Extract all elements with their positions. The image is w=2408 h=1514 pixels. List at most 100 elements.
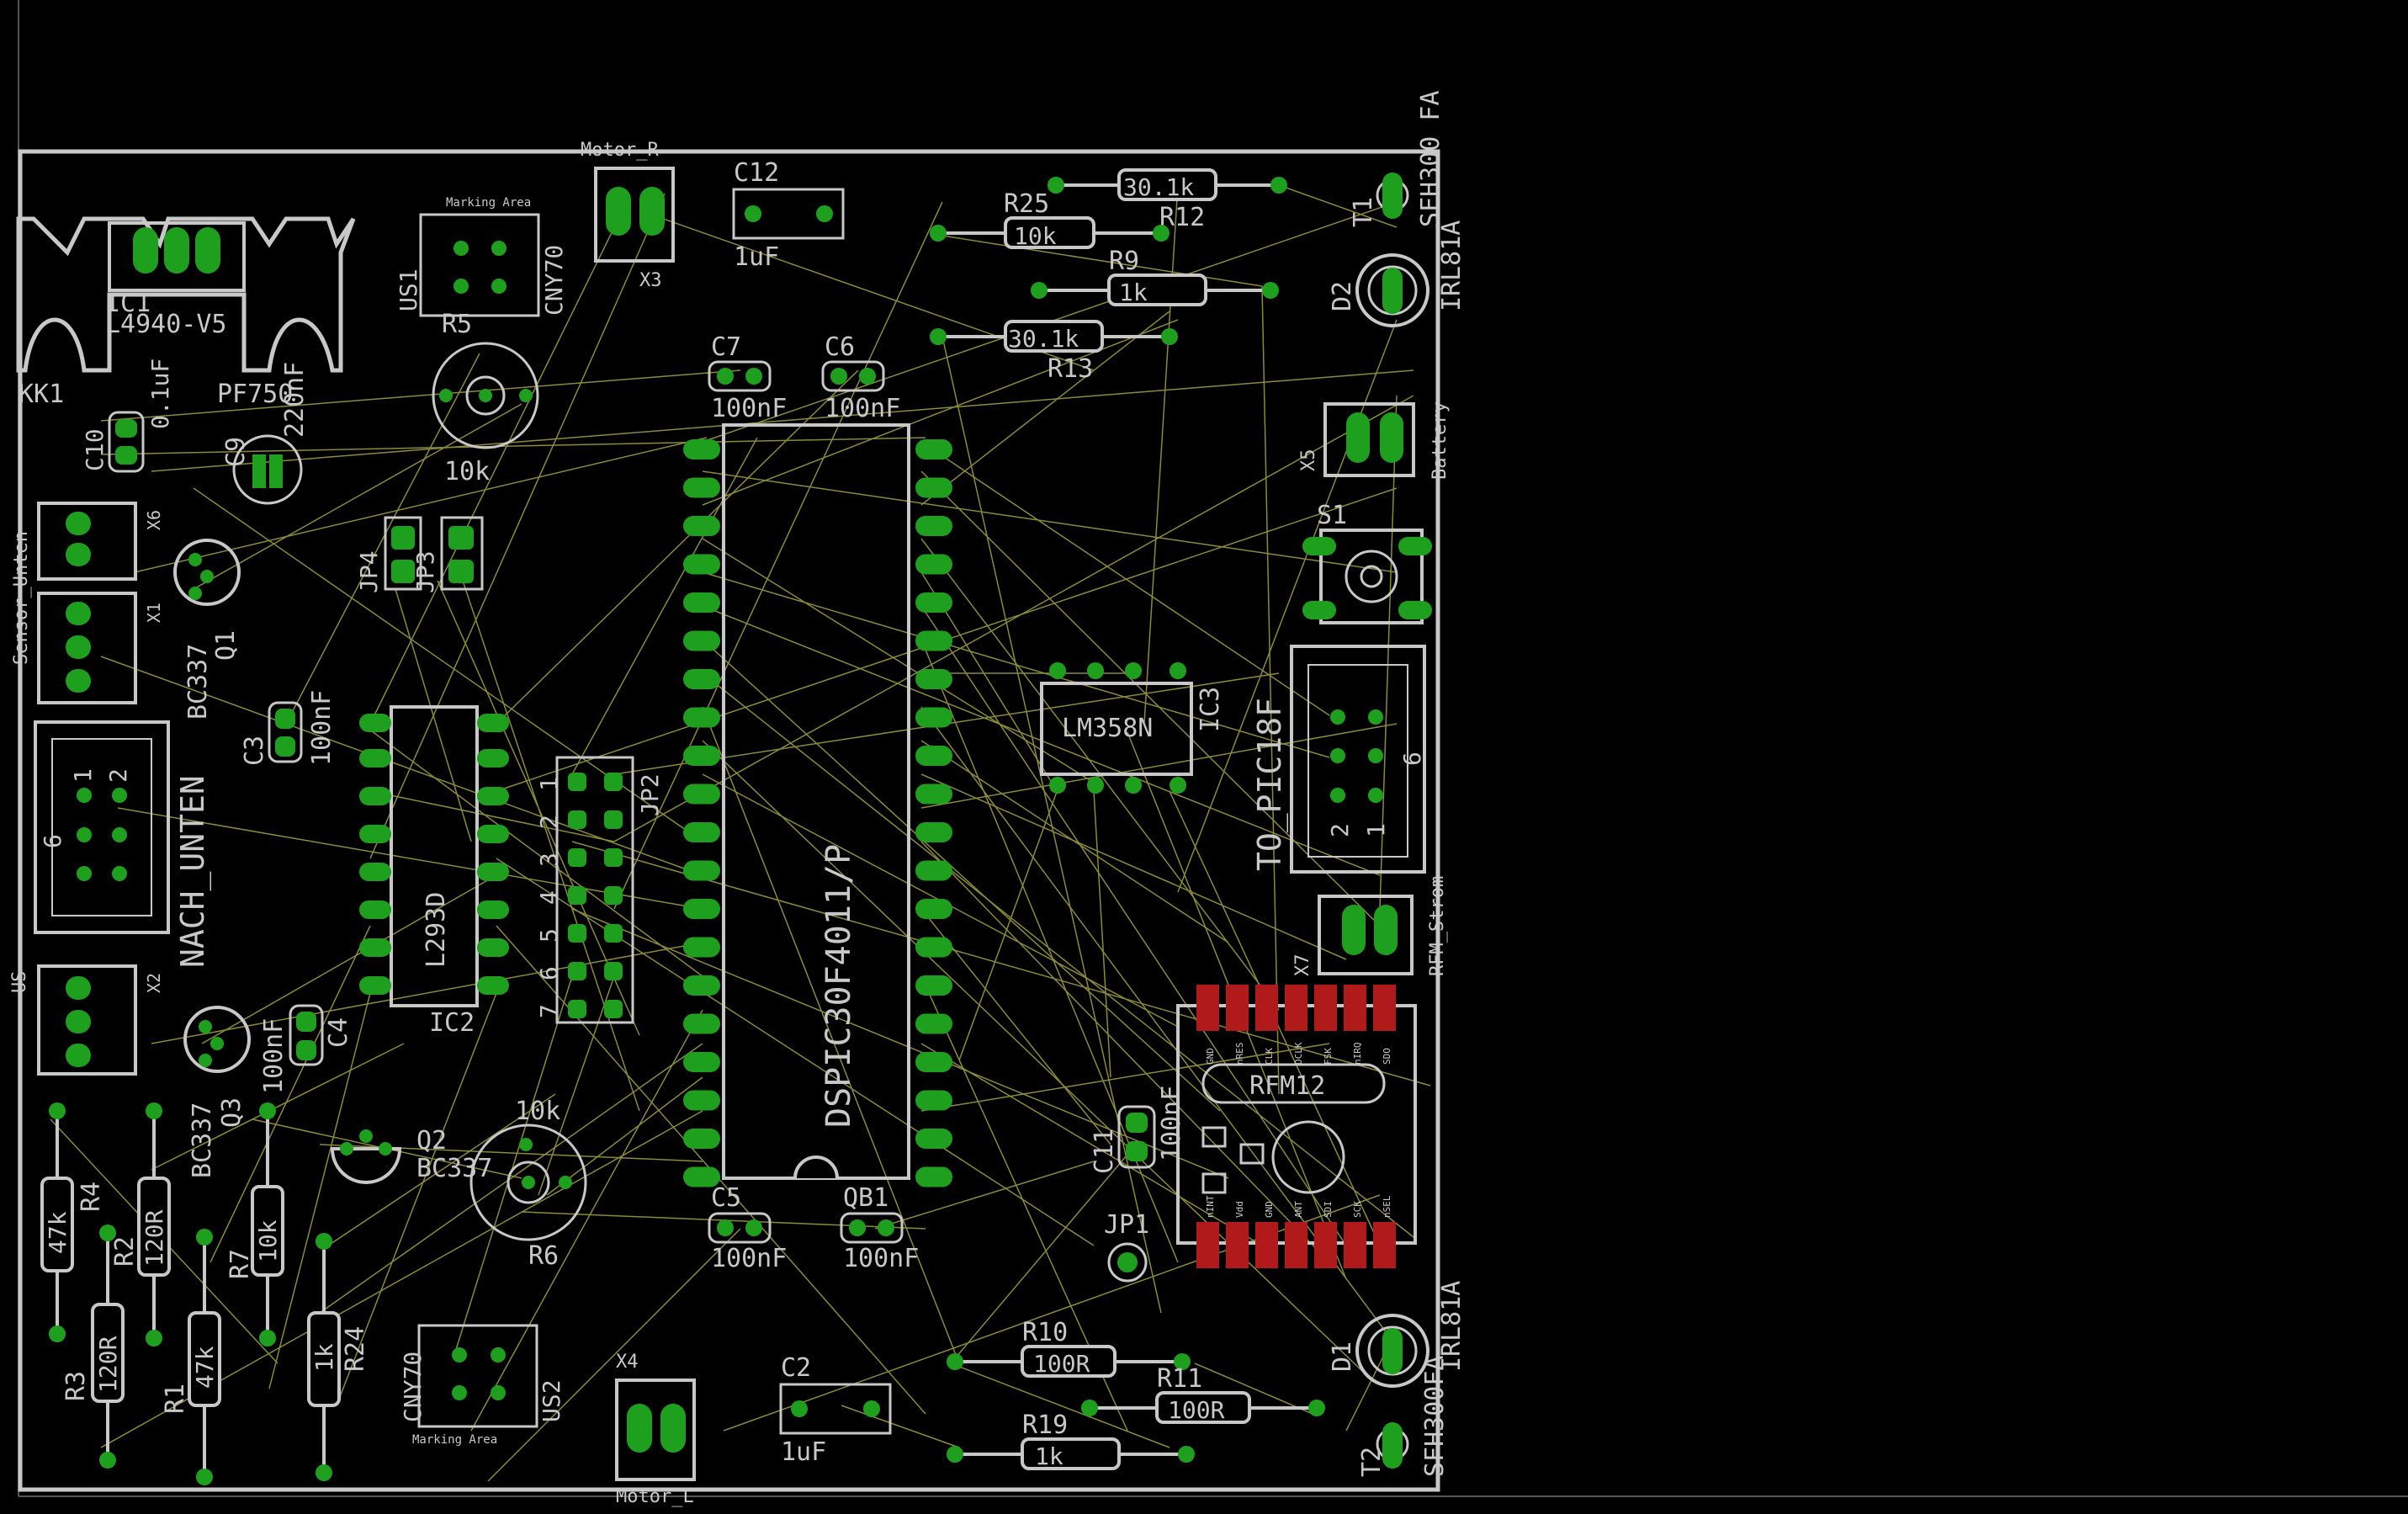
- jumper-jp1[interactable]: JP1: [1104, 1210, 1149, 1283]
- transistor-q2[interactable]: Q2 BC337: [330, 1126, 492, 1184]
- dspic-pin-pad: [683, 937, 720, 958]
- c6-label: C6: [825, 332, 855, 362]
- resistor-r1[interactable]: 47k R1: [161, 1229, 221, 1485]
- resistor-r19[interactable]: R19 1k: [947, 1410, 1195, 1470]
- d1-label: D1: [1328, 1341, 1357, 1372]
- x6-label: X6: [144, 510, 164, 530]
- lm358n-label: LM358N: [1062, 714, 1153, 743]
- rfm-strom-label: RFM_Strom: [1427, 876, 1448, 976]
- connector-x6[interactable]: X6: [37, 502, 164, 581]
- connector-nach-unten[interactable]: 1 2 6 NACH_UNTEN: [34, 720, 212, 968]
- ic1-part-label: L4940-V5: [105, 310, 227, 339]
- resistor-r10[interactable]: R10 100R: [947, 1318, 1191, 1378]
- capacitor-c4[interactable]: C4 100nF: [259, 1004, 353, 1094]
- dspic-pin-pad: [683, 439, 720, 460]
- rfm12-smd-pads: GNDnINTnRESVddCLKGNDDCLKANTFSKSDInIRQSCK…: [1196, 985, 1396, 1268]
- c7-label: C7: [711, 332, 741, 362]
- led-d1[interactable]: D1 IRL81A: [1328, 1281, 1467, 1388]
- c12-value: 1uF: [734, 242, 779, 272]
- header-jp2[interactable]: 1 2 3 4 5 6 7 JP2: [535, 756, 664, 1024]
- c11-label: C11: [1090, 1129, 1119, 1174]
- r19-value: 1k: [1035, 1442, 1063, 1470]
- pushbutton-s1[interactable]: S1: [1302, 501, 1432, 624]
- r11-label: R11: [1157, 1364, 1202, 1394]
- sfh300fa-label-bottom: SFH300FA: [1420, 1356, 1450, 1478]
- radio-module-rfm12[interactable]: GNDnINTnRESVddCLKGNDDCLKANTFSKSDInIRQSCK…: [1176, 985, 1417, 1268]
- capacitor-c6[interactable]: C6 100nF: [821, 332, 900, 423]
- connector-x2-us[interactable]: X2 US: [9, 964, 164, 1076]
- capacitor-c5[interactable]: C5 100nF: [708, 1183, 787, 1273]
- dspic-pin-pad: [683, 784, 720, 805]
- dspic-pin-pad: [683, 1166, 720, 1187]
- connector-to-pic18f[interactable]: 6 2 1 TO_PIC18F: [1251, 645, 1426, 874]
- battery-label: Battery: [1429, 401, 1451, 480]
- resistor-r7[interactable]: 10k R7: [225, 1102, 284, 1347]
- dspic-pin-pad: [915, 1129, 952, 1149]
- dspic-pin-pad: [915, 1090, 952, 1111]
- phototransistor-t1[interactable]: T1 SFH300 FA: [1349, 90, 1445, 227]
- capacitor-c2[interactable]: C2 1uF: [779, 1353, 892, 1467]
- us2-label: US2: [538, 1379, 565, 1422]
- trimmer-r5[interactable]: R5 10k: [432, 310, 539, 486]
- dspic-pin-pad: [915, 554, 952, 575]
- sensor-us1-cny70[interactable]: Marking Area US1 CNY70: [395, 196, 568, 317]
- opamp-ic3-lm358n[interactable]: LM358N IC3: [1040, 662, 1225, 794]
- capacitor-c10[interactable]: C10 0.1uF: [81, 359, 174, 473]
- trimmer-r6[interactable]: 10k R6: [469, 1097, 587, 1271]
- phototransistor-t2[interactable]: T2 SFH300FA: [1357, 1356, 1450, 1478]
- driver-ic2-l293d[interactable]: L293D IC2: [359, 705, 509, 1038]
- c4-value: 100nF: [259, 1018, 289, 1094]
- transistor-q3[interactable]: Q3 BC337: [183, 1006, 251, 1178]
- resistor-r24[interactable]: 1k R24: [307, 1233, 370, 1481]
- led-d2[interactable]: D2 IRL81A: [1328, 220, 1467, 327]
- x3-label: X3: [639, 270, 662, 291]
- resistor-r3[interactable]: 120R R3: [61, 1224, 125, 1469]
- jumper-jp3[interactable]: JP3: [411, 516, 484, 593]
- capacitor-c7[interactable]: C7 100nF: [708, 332, 787, 423]
- pin-number: 6: [1398, 752, 1426, 766]
- r24-label: R24: [341, 1326, 370, 1372]
- ic1-regulator[interactable]: IC1 L4940-V5 KK1 PF750: [16, 216, 356, 409]
- connector-x5-battery[interactable]: X5 Battery: [1298, 401, 1451, 480]
- resistor-r25[interactable]: R25 10k: [930, 189, 1170, 250]
- jumper-jp4[interactable]: JP4: [355, 516, 422, 593]
- connector-x7-rfm-strom[interactable]: X7 RFM_Strom: [1292, 876, 1448, 976]
- connector-x4-motor-l[interactable]: X4 Motor_L: [615, 1352, 696, 1507]
- capacitor-c9[interactable]: C9 220nF: [221, 362, 310, 505]
- resistor-r4[interactable]: 47k R4: [40, 1102, 106, 1342]
- connector-x1[interactable]: X1 Sensor_Unten: [11, 531, 164, 704]
- r5-label: R5: [442, 310, 472, 339]
- resistor-r12[interactable]: 30.1k R12: [1048, 168, 1287, 232]
- r7-value: 10k: [254, 1219, 282, 1262]
- connector-x3-motor-r[interactable]: Motor_R X3: [581, 140, 675, 291]
- r25-value: 10k: [1014, 222, 1057, 250]
- capacitor-c11[interactable]: C11 100nF: [1090, 1086, 1186, 1174]
- resistor-r11[interactable]: R11 100R: [1081, 1364, 1325, 1424]
- r1-value: 47k: [191, 1346, 219, 1389]
- pin-number: 1: [535, 777, 563, 791]
- capacitor-c3[interactable]: C3 100nF: [240, 690, 337, 766]
- mcu-dspic30f4011[interactable]: DSPIC30F4011/P: [683, 423, 952, 1187]
- resistor-r13[interactable]: 30.1k R13: [930, 320, 1178, 384]
- capacitor-qb1[interactable]: QB1 100nF: [840, 1183, 919, 1273]
- capacitor-c12[interactable]: C12 1uF: [732, 158, 845, 272]
- ic1-label: IC1: [105, 289, 151, 318]
- resistor-r9[interactable]: R9 1k: [1031, 247, 1279, 306]
- c6-value: 100nF: [825, 394, 900, 423]
- rfm12-label: RFM12: [1249, 1071, 1325, 1101]
- r4-label: R4: [77, 1182, 106, 1212]
- resistor-r2[interactable]: 120R R2: [110, 1102, 171, 1347]
- transistor-q1[interactable]: Q1 BC337: [173, 539, 241, 720]
- ic3-label: IC3: [1196, 687, 1225, 732]
- rfm12-smd-pad: [1196, 1222, 1219, 1268]
- c3-value: 100nF: [307, 690, 337, 766]
- dspic-pin-pad: [683, 899, 720, 919]
- c2-value: 1uF: [781, 1437, 826, 1467]
- rfm12-smd-pad: [1226, 1222, 1249, 1268]
- r13-label: R13: [1048, 354, 1093, 384]
- sensor-us2-cny70[interactable]: CNY70 US2 Marking Area: [399, 1324, 565, 1447]
- dspic-pin-pad: [683, 554, 720, 575]
- sfh300fa-label: SFH300 FA: [1416, 90, 1445, 227]
- q1-part: BC337: [183, 644, 213, 720]
